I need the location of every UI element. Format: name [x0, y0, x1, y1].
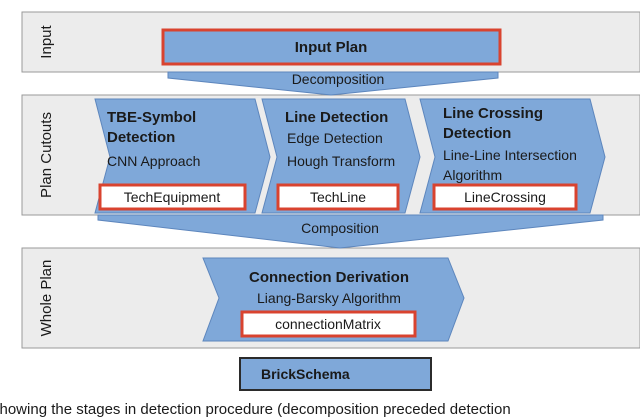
tbe-title-line2: Detection: [107, 129, 175, 146]
tbe-method: CNN Approach: [107, 153, 200, 169]
crossing-title-line1: Line Crossing: [443, 105, 543, 122]
row-label-whole-plan: Whole Plan: [38, 260, 55, 337]
line-output-label: TechLine: [310, 189, 366, 205]
crossing-method-line1: Line-Line Intersection: [443, 147, 577, 163]
line-title: Line Detection: [285, 109, 388, 126]
connection-output-box: [240, 310, 417, 338]
connection-output-label: connectionMatrix: [275, 316, 381, 332]
row-label-input: Input: [38, 24, 55, 58]
caption-fragment: showing the stages in detection procedur…: [0, 401, 511, 417]
crossing-method-line2: Algorithm: [443, 167, 502, 183]
line-method-line2: Hough Transform: [287, 153, 395, 169]
composition-label: Composition: [301, 220, 379, 236]
row-label-plan-cutouts: Plan Cutouts: [38, 112, 55, 198]
decomposition-label: Decomposition: [292, 71, 385, 87]
tbe-title-line1: TBE-Symbol: [107, 109, 196, 126]
composition-arrow: [97, 214, 604, 249]
line-output-box: [276, 183, 400, 211]
brickschema-box: [239, 357, 432, 391]
tbe-output-label: TechEquipment: [124, 189, 221, 205]
tbe-output-box: [98, 183, 247, 211]
input-plan-box: [161, 28, 502, 66]
brickschema-label: BrickSchema: [261, 366, 350, 382]
input-plan-label: Input Plan: [295, 39, 368, 56]
connection-title: Connection Derivation: [249, 269, 409, 286]
decomposition-arrow: [167, 71, 499, 96]
crossing-output-label: LineCrossing: [464, 189, 546, 205]
crossing-output-box: [432, 183, 578, 211]
line-method-line1: Edge Detection: [287, 130, 383, 146]
crossing-title-line2: Detection: [443, 125, 511, 142]
connection-method: Liang-Barsky Algorithm: [257, 290, 401, 306]
